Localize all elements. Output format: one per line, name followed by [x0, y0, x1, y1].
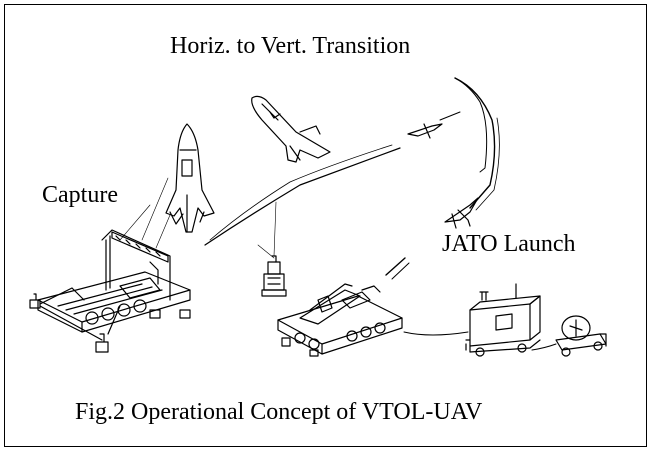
transition-label: Horiz. to Vert. Transition — [170, 33, 411, 59]
jato-launch-label: JATO Launch — [442, 231, 576, 257]
capture-label: Capture — [42, 182, 118, 208]
control-cable — [403, 331, 469, 336]
flying-uav-icon — [407, 123, 443, 139]
generator-trailer-icon — [555, 315, 607, 357]
flying-uav-icon — [444, 197, 479, 229]
capture-rig-icon — [29, 177, 191, 353]
flight-path — [204, 77, 500, 280]
transitioning-uav-icon — [251, 95, 331, 163]
ground-station-icon — [465, 283, 541, 357]
figure-frame — [4, 4, 647, 447]
figure-caption: Fig.2 Operational Concept of VTOL-UAV — [75, 399, 483, 425]
ground-antenna-icon — [257, 201, 287, 297]
power-cable — [531, 343, 557, 351]
vertical-uav-icon — [165, 123, 215, 233]
launcher-truck-icon — [277, 283, 403, 357]
